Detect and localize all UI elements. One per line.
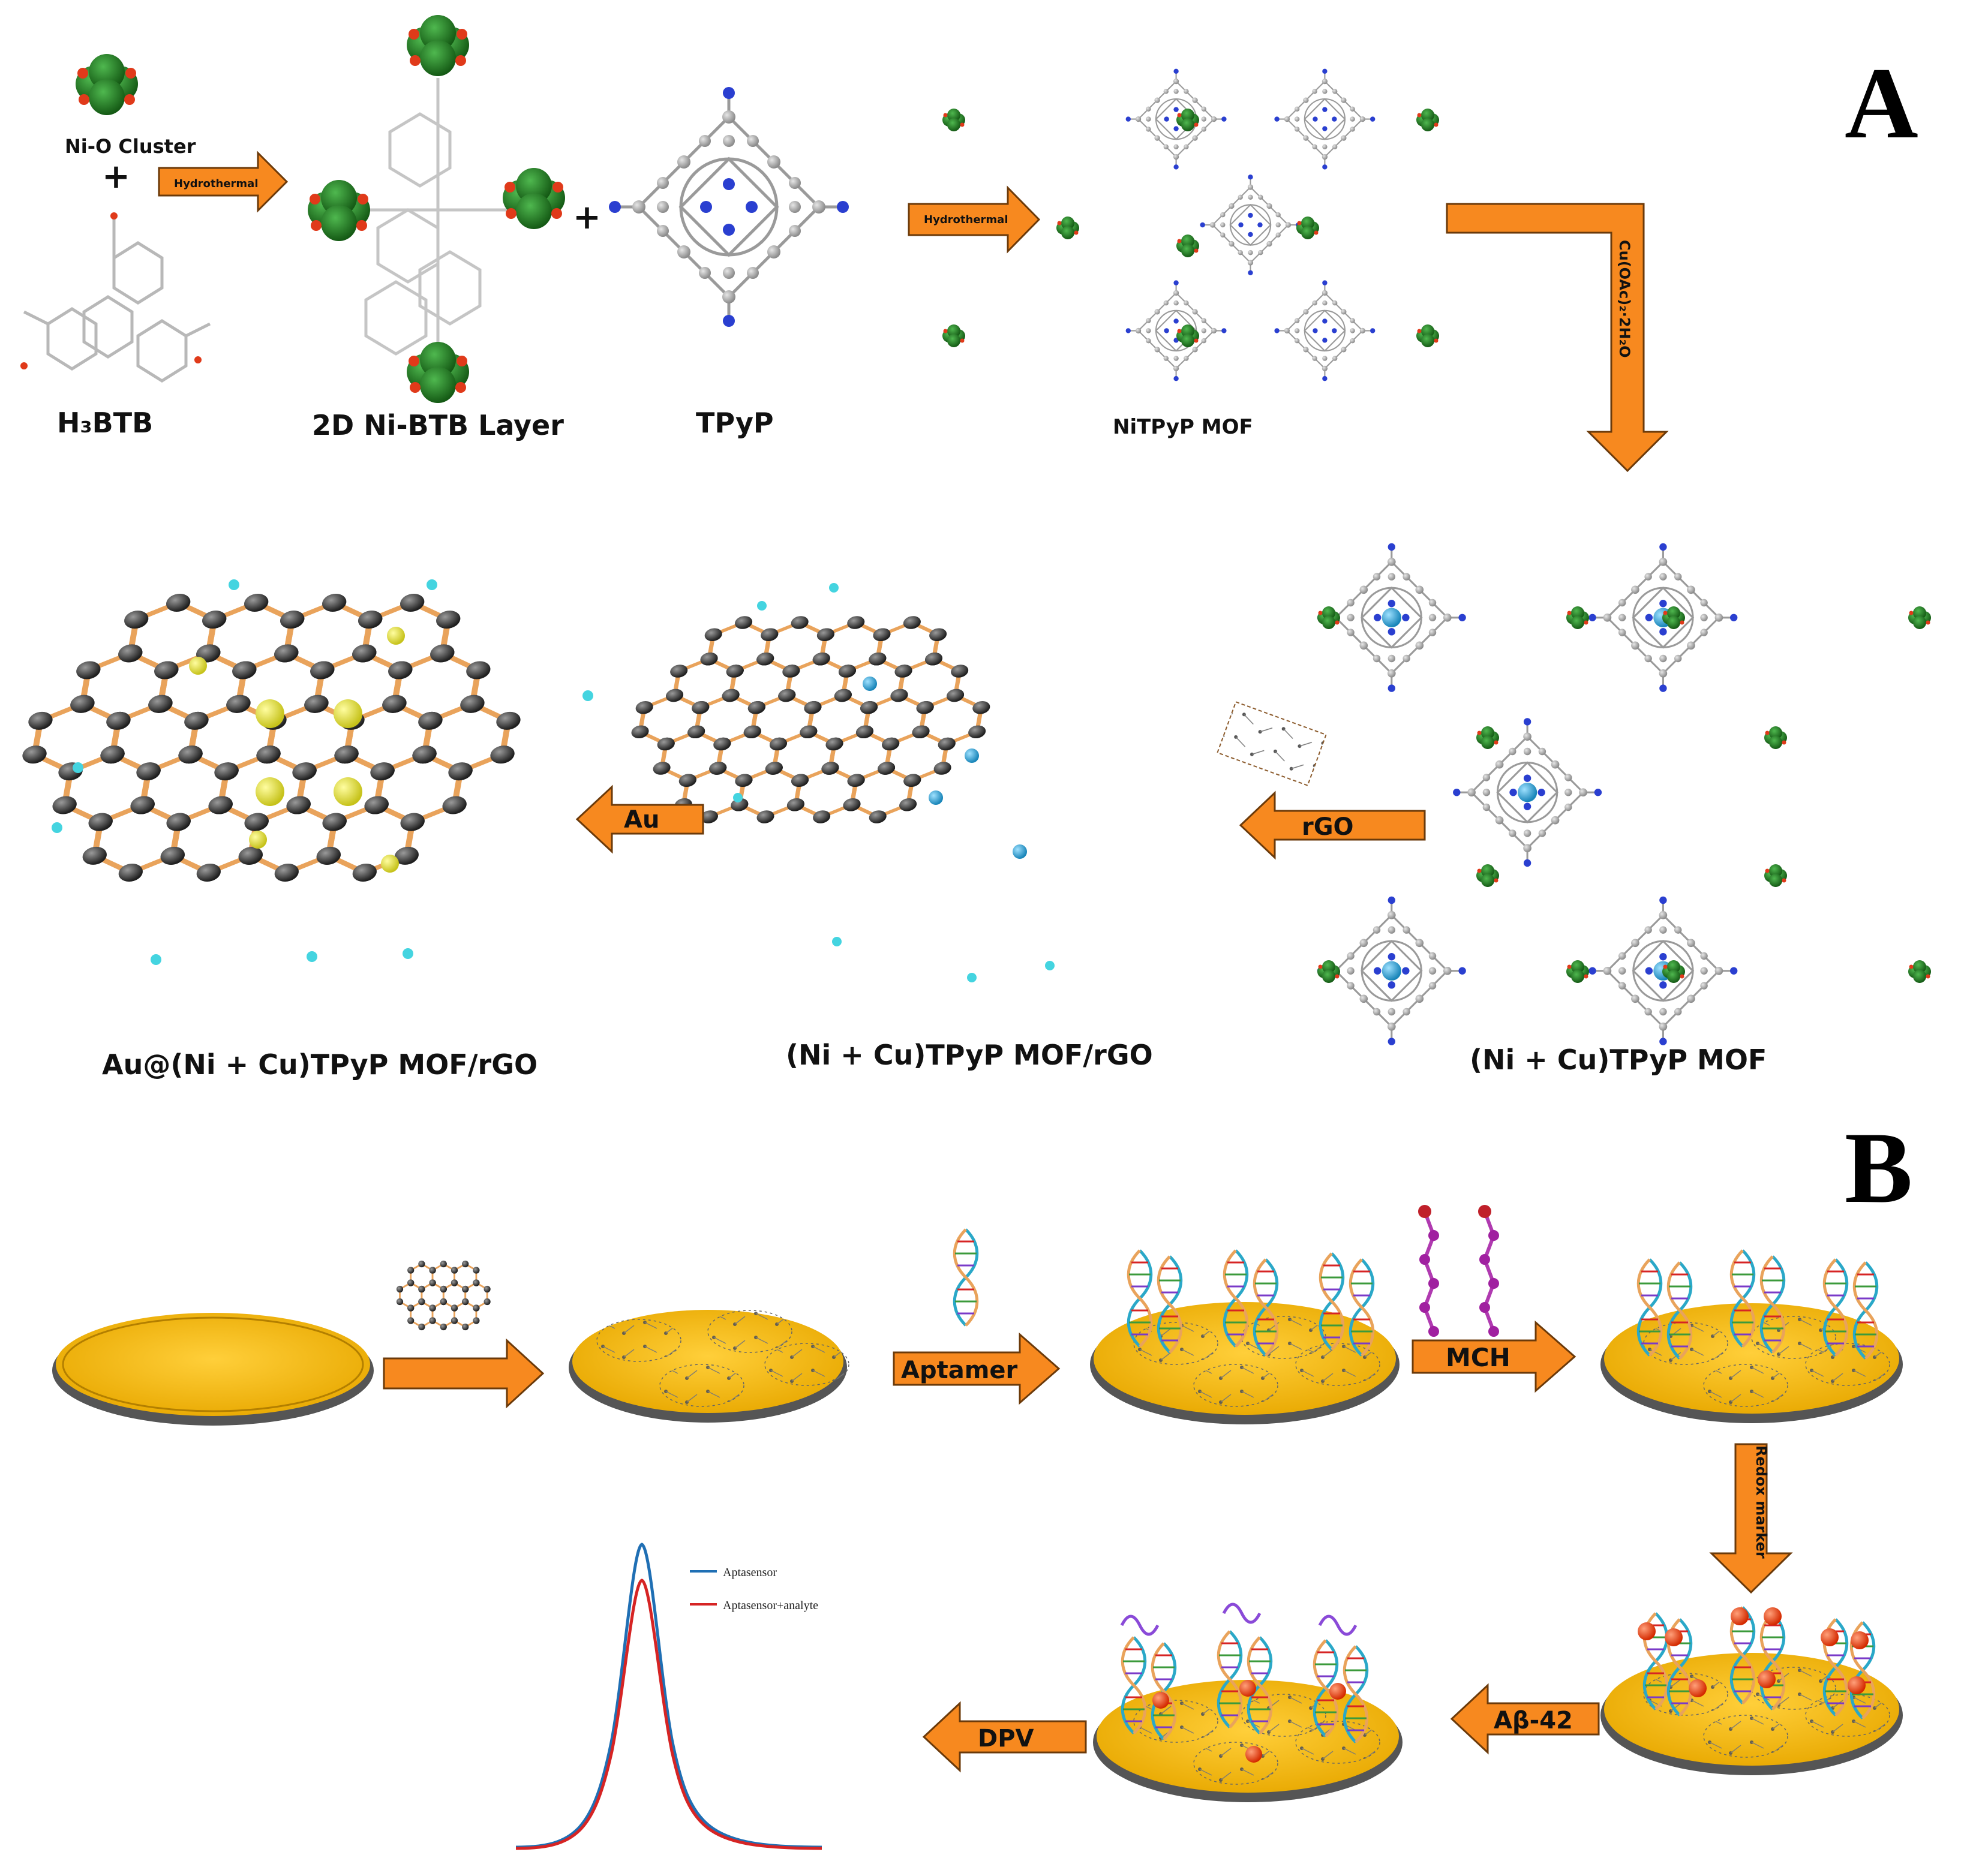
arrow-label-dpv: DPV (978, 1725, 1034, 1752)
label-tpyp: TPyP (696, 407, 774, 439)
h3btb-model (20, 212, 211, 383)
redox-electrode (1600, 1607, 1903, 1775)
arrow-label-hydrothermal-1: Hydrothermal (174, 178, 259, 190)
tpyp-model (609, 87, 849, 327)
arrow-abeta (1450, 1683, 1600, 1755)
arrow-label-au: Au (624, 806, 659, 834)
label-h3btb: H₃BTB (57, 407, 154, 439)
arrow-mch (1412, 1320, 1576, 1393)
arrow-label-aptamer: Aptamer (901, 1357, 1018, 1384)
legend-text-analyte: Aptasensor+analyte (723, 1599, 818, 1612)
panel-label-a: A (1845, 47, 1918, 160)
label-ni-btb-layer: 2D Ni-BTB Layer (312, 409, 564, 441)
panel-label-b: B (1845, 1111, 1913, 1224)
modified-electrode (569, 1310, 849, 1423)
arrow-label-mch: MCH (1446, 1343, 1510, 1372)
arrow-label-rgo: rGO (1302, 813, 1354, 841)
composite-flake-icon (395, 1259, 492, 1331)
arrow-label-hydrothermal-2: Hydrothermal (924, 214, 1008, 226)
label-ni-o-cluster: Ni-O Cluster (65, 135, 196, 158)
arrow-redox (1709, 1443, 1793, 1594)
arrow-hydrothermal-1 (158, 151, 289, 213)
label-nitpyp-mof: NiTPyP MOF (1113, 415, 1253, 439)
label-plus-2: + (573, 198, 601, 237)
label-plus-1: + (102, 157, 130, 196)
dpv-curve-aptasensor (515, 1543, 822, 1849)
ni-btb-layer-model (308, 15, 565, 403)
arrow-label-redox: Redox marker (1753, 1445, 1770, 1559)
aptamer-strand-icon (954, 1229, 977, 1325)
mch-molecules-icon (1418, 1205, 1499, 1337)
dpv-plot (515, 1543, 822, 1850)
nicu-mof-rgo-model (615, 583, 1055, 982)
arrow-au (575, 784, 704, 854)
au-mof-rgo-model (0, 579, 593, 965)
nicu-tpyp-mof-model (1316, 542, 1931, 1047)
legend-text-aptasensor: Aptasensor (723, 1566, 777, 1579)
arrow-hydrothermal-2 (908, 185, 1041, 254)
aptamer-electrode (1090, 1250, 1400, 1424)
dpv-curve-analyte (515, 1579, 822, 1850)
arrow-modify-electrode (383, 1338, 545, 1409)
label-nicu-mof-rgo: (Ni + Cu)TPyP MOF/rGO (786, 1039, 1153, 1071)
arrow-dpv (922, 1701, 1087, 1773)
bare-electrode (52, 1313, 374, 1426)
arrow-aptamer (893, 1332, 1061, 1405)
arrow-label-abeta: Aβ-42 (1494, 1707, 1573, 1734)
label-au-mof-rgo: Au@(Ni + Cu)TPyP MOF/rGO (102, 1048, 538, 1081)
ni-o-cluster-model (76, 54, 138, 115)
label-nicu-mof: (Ni + Cu)TPyP MOF (1470, 1044, 1767, 1076)
arrow-cu-acetate (1446, 203, 1669, 473)
arrow-rgo (1239, 790, 1426, 860)
analyte-electrode (1093, 1603, 1403, 1802)
rgo-flake (1217, 701, 1327, 786)
arrow-label-cu-acetate: Cu(OAc)₂·2H₂O (1616, 240, 1633, 358)
mch-electrode (1600, 1250, 1903, 1423)
